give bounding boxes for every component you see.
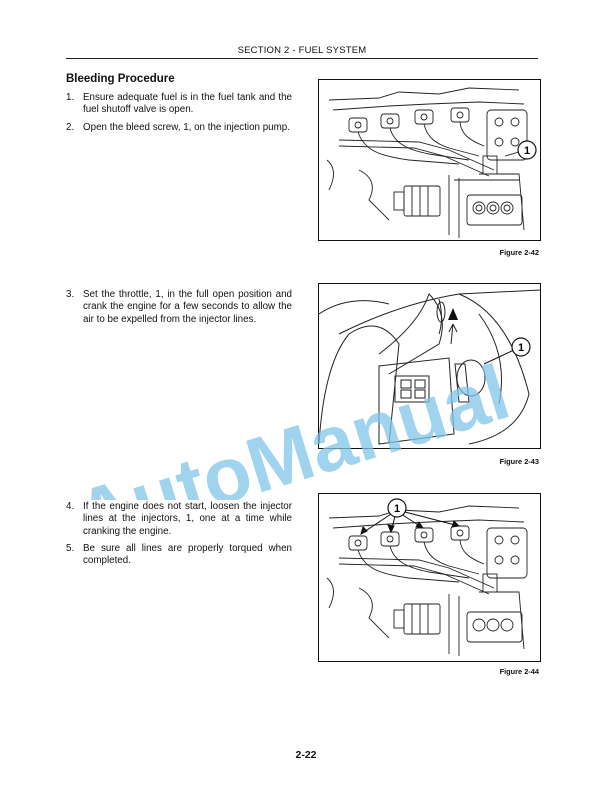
- injector-lines-drawing: 1: [326, 498, 528, 656]
- figure-2-43-illustration: 1: [318, 283, 541, 449]
- figure-2-42-illustration: 1: [318, 79, 541, 241]
- step-text: Open the bleed screw, 1, on the injectio…: [83, 122, 290, 133]
- step-text: If the engine does not start, loosen the…: [83, 501, 292, 537]
- header-rule: [66, 58, 538, 59]
- callout-circle: [387, 498, 407, 518]
- step-number: 1.: [66, 92, 75, 103]
- throttle-drawing: 1: [319, 289, 540, 445]
- callout-label: 1: [518, 342, 524, 354]
- procedure-heading: Bleeding Procedure: [66, 73, 175, 85]
- step-5: 5. Be sure all lines are properly torque…: [66, 543, 292, 568]
- callout-label: 1: [524, 145, 530, 157]
- callout-circle: [517, 140, 537, 160]
- step-3: 3. Set the throttle, 1, in the full open…: [66, 289, 292, 326]
- figure-2-44-illustration: 1: [318, 493, 541, 662]
- direction-arrow-icon: [448, 308, 458, 320]
- section-header: SECTION 2 - FUEL SYSTEM: [237, 45, 367, 56]
- figure-caption: Figure 2-44: [499, 667, 539, 676]
- figure-caption: Figure 2-43: [499, 457, 539, 466]
- step-number: 2.: [66, 122, 75, 133]
- injection-pump-drawing: 1: [326, 87, 537, 238]
- figure-caption: Figure 2-42: [499, 248, 539, 257]
- step-text: Set the throttle, 1, in the full open po…: [83, 289, 292, 325]
- callout-label: 1: [394, 503, 400, 515]
- page-number: 2-22: [295, 749, 317, 761]
- step-number: 4.: [66, 501, 75, 512]
- step-text: Ensure adequate fuel is in the fuel tank…: [83, 92, 292, 116]
- step-1: 1. Ensure adequate fuel is in the fuel t…: [66, 92, 292, 117]
- step-2: 2. Open the bleed screw, 1, on the injec…: [66, 122, 292, 134]
- step-number: 5.: [66, 543, 75, 554]
- step-text: Be sure all lines are properly torqued w…: [83, 543, 292, 567]
- step-number: 3.: [66, 289, 75, 300]
- callout-circle: [511, 337, 531, 357]
- step-4: 4. If the engine does not start, loosen …: [66, 501, 292, 538]
